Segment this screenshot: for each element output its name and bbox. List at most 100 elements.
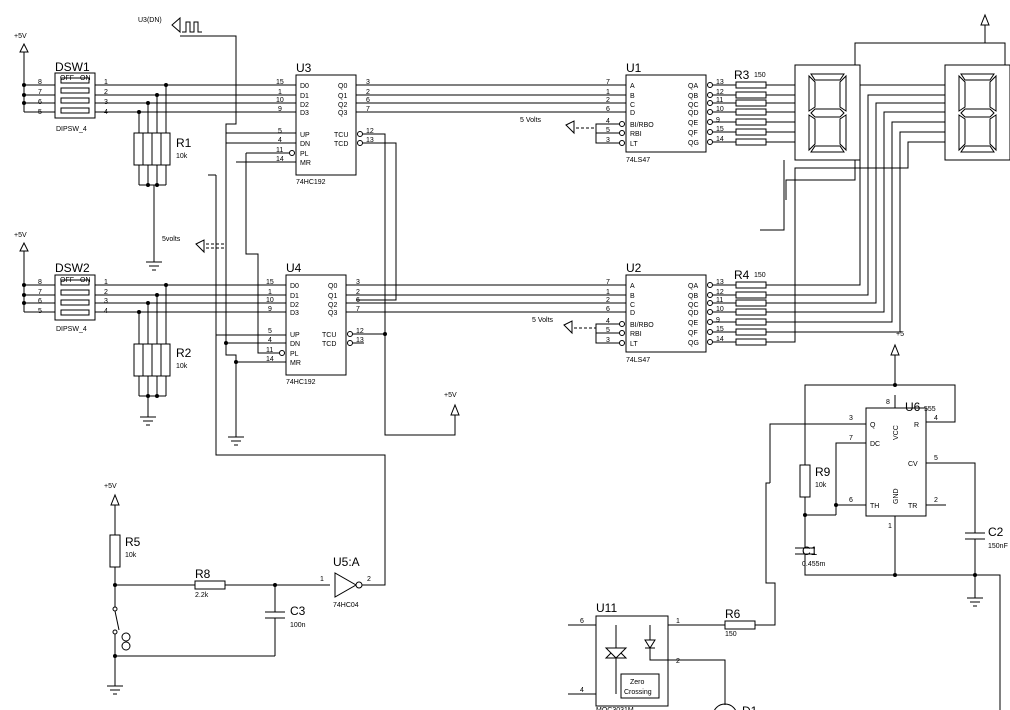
u3-pin: DN xyxy=(300,141,310,148)
five-volts-label: 5 Volts xyxy=(520,117,542,124)
u4-body xyxy=(285,274,347,376)
supply-label: +5V xyxy=(104,483,117,490)
u1-pinnum: 6 xyxy=(606,106,610,113)
c2-val: 150nF xyxy=(988,543,1008,550)
u3-pinnum: 12 xyxy=(366,128,374,135)
u3-pin: MR xyxy=(300,160,311,167)
u4-pin: TCU xyxy=(322,332,336,339)
u4-pinnum: 15 xyxy=(266,279,274,286)
u5-ref: U5:A xyxy=(333,555,360,569)
supply-arrow-icon xyxy=(890,343,900,356)
u2-pinnum: 13 xyxy=(716,279,724,286)
u6-pinnum: 4 xyxy=(934,415,938,422)
u3-pinnum: 7 xyxy=(366,106,370,113)
u11-pinnum: 1 xyxy=(676,618,680,625)
r3-ref: R3 xyxy=(734,68,750,82)
r2-ref: R2 xyxy=(176,346,192,360)
r2-resistor: R2 10k xyxy=(133,343,192,426)
u2-decoder: U2 74LS47 A B C D BI/RBO RBI LT 7 1 2 6 … xyxy=(532,261,724,364)
u2-pinnum: 10 xyxy=(716,306,724,313)
u11-pinnum: 2 xyxy=(676,658,680,665)
supply-arrow-icon xyxy=(19,241,29,252)
u11-optotriac: U11 MOC3031M 6 4 1 2 Zero Crossing D1 xyxy=(568,601,758,710)
u2-pin: QC xyxy=(688,302,699,309)
u4-pinnum: 4 xyxy=(268,337,272,344)
u1-pinnum: 15 xyxy=(716,126,724,133)
u1-pin: LT xyxy=(630,141,638,148)
led-icon xyxy=(644,639,656,649)
u2-pinnum: 12 xyxy=(716,289,724,296)
u6-pin: TH xyxy=(870,503,879,510)
u4-pin: Q2 xyxy=(328,302,337,309)
u1-pinnum: 13 xyxy=(716,79,724,86)
u4-pinnum: 3 xyxy=(356,279,360,286)
dsw2-type: DIPSW_4 xyxy=(56,326,87,333)
probe-arrow-icon xyxy=(195,239,205,254)
u1-pin: QC xyxy=(688,102,699,109)
pin-label: 8 xyxy=(38,79,42,86)
u3-pin: TCD xyxy=(334,141,348,148)
u6-pinnum: 3 xyxy=(849,415,853,422)
u2-pin: B xyxy=(630,293,635,300)
u2-pin: QB xyxy=(688,293,698,300)
dsw2-on: ON xyxy=(80,277,91,284)
u3dn-clock-source: U3(DN) xyxy=(138,16,296,144)
u5-pinnum: 1 xyxy=(320,576,324,583)
r6-ref: R6 xyxy=(725,607,741,621)
u3-pin: Q3 xyxy=(338,110,347,117)
u6-pin: R xyxy=(914,422,919,429)
zero-crossing-label: Zero xyxy=(630,679,645,686)
u6-pin: TR xyxy=(908,503,917,510)
u4-type: 74HC192 xyxy=(286,379,316,386)
u4-pinnum: 13 xyxy=(356,337,364,344)
u1-pin: QB xyxy=(688,93,698,100)
u1-pinnum: 4 xyxy=(606,118,610,125)
u4-pin: UP xyxy=(290,332,300,339)
c3-val: 100n xyxy=(290,622,306,629)
u2-pin: LT xyxy=(630,341,638,348)
u4-pinnum: 11 xyxy=(266,347,273,354)
u4-pin: TCD xyxy=(322,341,336,348)
u1-pin: D xyxy=(630,110,635,117)
r8-val: 2.2k xyxy=(195,592,209,599)
pin-label: 8 xyxy=(38,279,42,286)
dsw1-on: ON xyxy=(80,75,91,82)
u4-ref: U4 xyxy=(286,261,302,275)
supply-label: +5V xyxy=(14,33,27,40)
r4-ref: R4 xyxy=(734,268,750,282)
r1-ref: R1 xyxy=(176,136,192,150)
r4-val: 150 xyxy=(754,272,766,279)
d1-ref: D1 xyxy=(742,704,758,710)
u6-pinnum: 8 xyxy=(886,399,890,406)
u3dn-label: U3(DN) xyxy=(138,17,162,24)
u4-pinnum: 12 xyxy=(356,328,364,335)
u6-pin: GND xyxy=(893,488,900,504)
u1-pinnum: 10 xyxy=(716,106,724,113)
dsw1-type: DIPSW_4 xyxy=(56,126,87,133)
u3-pinnum: 3 xyxy=(366,79,370,86)
r3-resistor: R3 150 xyxy=(713,68,800,146)
u6-timer: +5 U6 555 Q DC TH R CV TR VCC GND 3 7 6 … xyxy=(769,331,1001,710)
u5-inverter: U5:A 74HC04 1 2 xyxy=(215,335,386,609)
u6-pinnum: 2 xyxy=(934,497,938,504)
u4-pinnum: 10 xyxy=(266,297,274,304)
u4-pinnum: 1 xyxy=(268,289,272,296)
r6-resistor: R6 150 xyxy=(668,482,776,638)
u1-pinnum: 1 xyxy=(606,89,610,96)
five-volts-label: 5volts xyxy=(162,236,181,243)
u1-pin: QA xyxy=(688,83,698,90)
u3-pinnum: 10 xyxy=(276,97,284,104)
u3-pin: D0 xyxy=(300,83,309,90)
u2-pin: QG xyxy=(688,340,699,347)
u1-pinnum: 2 xyxy=(606,97,610,104)
u3-pinnum: 5 xyxy=(278,128,282,135)
u3-pinnum: 15 xyxy=(276,79,284,86)
r5-val: 10k xyxy=(125,552,137,559)
r1-val: 10k xyxy=(176,153,188,160)
u3-pin: UP xyxy=(300,132,310,139)
u2-pin: D xyxy=(630,310,635,317)
u3-pinnum: 4 xyxy=(278,137,282,144)
u3-pinnum: 14 xyxy=(276,156,284,163)
u4-pin: DN xyxy=(290,341,300,348)
